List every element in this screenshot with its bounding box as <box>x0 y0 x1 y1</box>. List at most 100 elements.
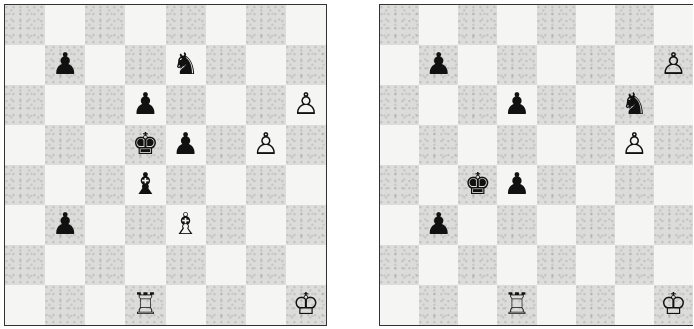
square-c6 <box>458 85 497 125</box>
square-g2 <box>615 245 654 285</box>
square-a8 <box>380 5 419 45</box>
square-b2 <box>419 245 458 285</box>
square-a4 <box>5 165 45 205</box>
square-d1: ♖ <box>125 285 165 325</box>
square-d4: ♝ <box>125 165 165 205</box>
square-c5 <box>85 125 125 165</box>
square-a3 <box>380 205 419 245</box>
square-e1 <box>537 285 576 325</box>
square-e6 <box>537 85 576 125</box>
square-d6: ♟ <box>497 85 536 125</box>
square-f5 <box>206 125 246 165</box>
white-bishop-icon: ♗ <box>172 210 199 240</box>
square-b8 <box>45 5 85 45</box>
square-b6 <box>419 85 458 125</box>
square-d8 <box>125 5 165 45</box>
square-d7 <box>497 45 536 85</box>
square-a1 <box>5 285 45 325</box>
square-d1: ♖ <box>497 285 536 325</box>
square-g7 <box>615 45 654 85</box>
square-e6 <box>166 85 206 125</box>
square-a2 <box>5 245 45 285</box>
square-c3 <box>85 205 125 245</box>
black-pawn-icon: ♟ <box>425 50 452 80</box>
square-f3 <box>576 205 615 245</box>
square-g3 <box>246 205 286 245</box>
square-a7 <box>5 45 45 85</box>
square-c4: ♚ <box>458 165 497 205</box>
square-e3: ♗ <box>166 205 206 245</box>
square-d2 <box>125 245 165 285</box>
square-g5: ♙ <box>615 125 654 165</box>
square-d4: ♟ <box>497 165 536 205</box>
square-c6 <box>85 85 125 125</box>
square-f7 <box>576 45 615 85</box>
white-rook-icon: ♖ <box>503 290 530 320</box>
square-a7 <box>380 45 419 85</box>
square-c3 <box>458 205 497 245</box>
square-f2 <box>206 245 246 285</box>
square-h2 <box>286 245 326 285</box>
white-pawn-icon: ♙ <box>660 50 687 80</box>
white-pawn-icon: ♙ <box>292 90 319 120</box>
square-f2 <box>576 245 615 285</box>
square-e2 <box>166 245 206 285</box>
square-f3 <box>206 205 246 245</box>
white-king-icon: ♔ <box>660 290 687 320</box>
square-h3 <box>654 205 693 245</box>
black-pawn-icon: ♟ <box>52 50 79 80</box>
square-f1 <box>206 285 246 325</box>
square-e7: ♞ <box>166 45 206 85</box>
chessboard-left: ♟♞♟♙♚♟♙♝♟♗♖♔ <box>4 4 327 326</box>
square-f1 <box>576 285 615 325</box>
square-e8 <box>166 5 206 45</box>
square-a1 <box>380 285 419 325</box>
square-c2 <box>85 245 125 285</box>
square-g7 <box>246 45 286 85</box>
square-h1: ♔ <box>286 285 326 325</box>
square-f5 <box>576 125 615 165</box>
square-c4 <box>85 165 125 205</box>
square-d5: ♚ <box>125 125 165 165</box>
black-knight-icon: ♞ <box>172 50 199 80</box>
square-e7 <box>537 45 576 85</box>
square-d3 <box>125 205 165 245</box>
square-g4 <box>246 165 286 205</box>
black-pawn-icon: ♟ <box>172 130 199 160</box>
chessboard-right: ♟♙♟♞♙♚♟♟♖♔ <box>379 4 693 326</box>
square-g5: ♙ <box>246 125 286 165</box>
square-h7: ♙ <box>654 45 693 85</box>
square-e4 <box>537 165 576 205</box>
black-knight-icon: ♞ <box>621 90 648 120</box>
square-e5: ♟ <box>166 125 206 165</box>
square-e3 <box>537 205 576 245</box>
black-bishop-icon: ♝ <box>132 170 159 200</box>
square-b5 <box>419 125 458 165</box>
square-c7 <box>85 45 125 85</box>
square-c8 <box>458 5 497 45</box>
square-e5 <box>537 125 576 165</box>
square-a4 <box>380 165 419 205</box>
square-a3 <box>5 205 45 245</box>
square-e4 <box>166 165 206 205</box>
square-g8 <box>615 5 654 45</box>
square-h6: ♙ <box>286 85 326 125</box>
white-king-icon: ♔ <box>292 290 319 320</box>
square-b8 <box>419 5 458 45</box>
square-f8 <box>576 5 615 45</box>
square-b7: ♟ <box>419 45 458 85</box>
square-c5 <box>458 125 497 165</box>
square-g6: ♞ <box>615 85 654 125</box>
square-b2 <box>45 245 85 285</box>
square-a5 <box>380 125 419 165</box>
black-king-icon: ♚ <box>132 130 159 160</box>
square-h1: ♔ <box>654 285 693 325</box>
square-g3 <box>615 205 654 245</box>
square-a6 <box>380 85 419 125</box>
square-f8 <box>206 5 246 45</box>
square-d6: ♟ <box>125 85 165 125</box>
square-b4 <box>45 165 85 205</box>
square-b3: ♟ <box>419 205 458 245</box>
square-c1 <box>458 285 497 325</box>
square-g1 <box>246 285 286 325</box>
